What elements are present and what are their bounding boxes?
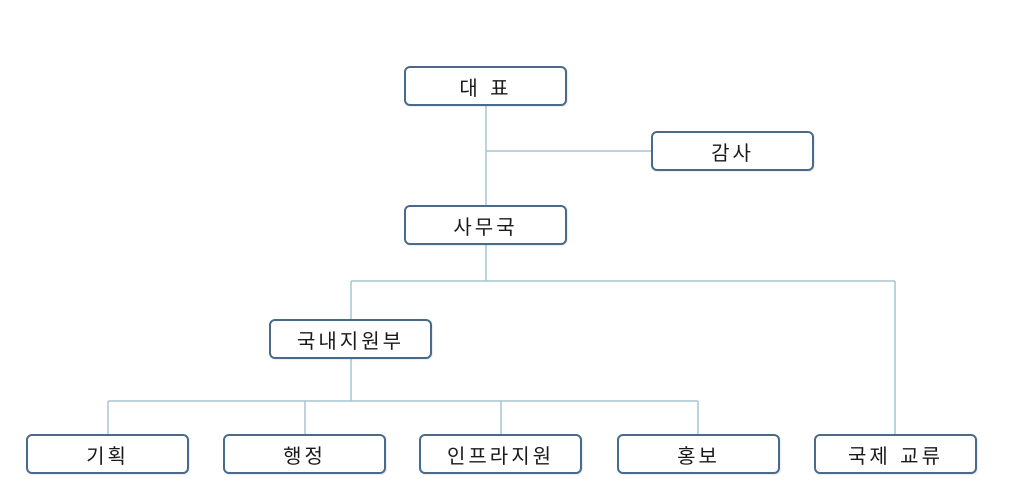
node-planning: 기획: [26, 434, 189, 474]
node-domestic-support: 국내지원부: [269, 319, 432, 359]
node-international-exchange: 국제 교류: [814, 434, 977, 474]
node-public-relations: 홍보: [617, 434, 780, 474]
node-auditor: 감사: [651, 131, 814, 171]
node-secretariat: 사무국: [404, 205, 567, 245]
node-ceo: 대 표: [404, 66, 567, 106]
node-administration: 행정: [223, 434, 386, 474]
node-infrastructure-support: 인프라지원: [419, 434, 582, 474]
